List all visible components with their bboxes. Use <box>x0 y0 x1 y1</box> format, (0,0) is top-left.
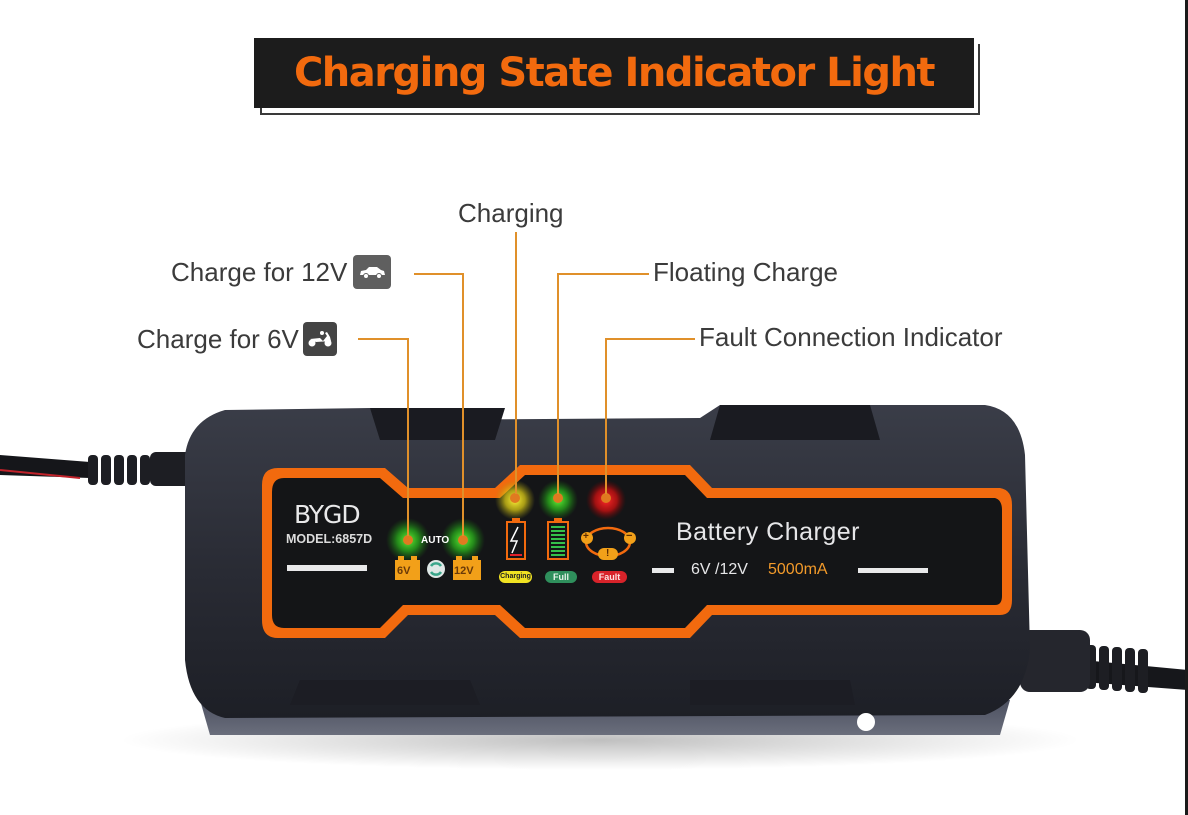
current-spec: 5000mA <box>768 561 828 578</box>
auto-label: AUTO <box>421 535 450 546</box>
status-fault: Fault <box>598 572 621 582</box>
callout-fault: Fault Connection Indicator <box>699 322 1003 352</box>
model-number: MODEL:6857D <box>286 532 373 546</box>
page-title: Charging State Indicator Light <box>293 50 936 96</box>
scooter-icon <box>302 322 337 356</box>
fault-symbol: ! <box>606 548 610 559</box>
callout-charging: Charging <box>458 198 564 228</box>
status-charging: Charging <box>500 573 531 580</box>
title-banner: Charging State Indicator Light <box>254 38 974 108</box>
leader-6v-v <box>407 338 409 536</box>
leader-floating-h <box>557 273 649 275</box>
leader-12v-h <box>414 273 464 275</box>
leader-charging <box>515 232 517 494</box>
callout-12v-label: Charge for 12V <box>171 256 348 287</box>
leader-6v-h <box>358 338 408 340</box>
status-full: Full <box>553 572 569 582</box>
callout-6v: Charge for 6V <box>137 322 337 356</box>
plus-terminal: + <box>583 531 589 542</box>
callout-floating: Floating Charge <box>653 257 838 287</box>
brand-logo: BYGD <box>294 500 361 529</box>
leader-floating-v <box>557 273 559 494</box>
edge-rule <box>1185 0 1188 815</box>
callout-12v: Charge for 12V <box>171 255 392 289</box>
battery-charger-device <box>0 405 1188 770</box>
badge-6v: 6V <box>397 565 411 577</box>
minus-terminal: − <box>626 530 633 542</box>
leader-12v-v <box>462 273 464 536</box>
product-name: Battery Charger <box>676 518 860 546</box>
leader-fault-v <box>605 338 607 494</box>
car-icon <box>353 255 392 289</box>
callout-6v-label: Charge for 6V <box>137 323 299 354</box>
leader-fault-h <box>605 338 695 340</box>
badge-12v: 12V <box>454 565 474 577</box>
voltage-spec: 6V /12V <box>691 561 748 578</box>
